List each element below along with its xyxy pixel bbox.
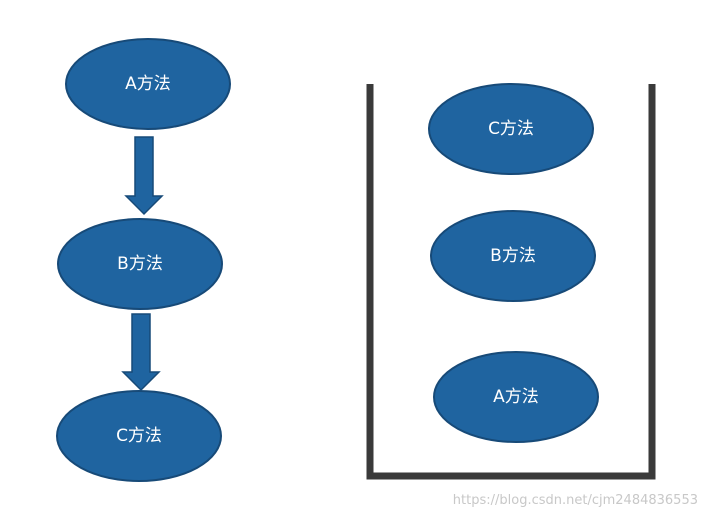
stack-item-bottom-label: A方法 xyxy=(493,387,539,407)
stack-item-middle-label: B方法 xyxy=(490,246,536,266)
stack-container xyxy=(366,84,656,480)
flow-node-b: B方法 xyxy=(57,218,223,310)
flow-node-a: A方法 xyxy=(65,38,231,130)
flow-node-c-label: C方法 xyxy=(116,426,162,446)
stack-item-middle: B方法 xyxy=(430,210,596,302)
flow-node-c: C方法 xyxy=(56,390,222,482)
stack-item-top-label: C方法 xyxy=(488,119,534,139)
watermark-text: https://blog.csdn.net/cjm2484836553 xyxy=(453,493,698,508)
stack-item-top: C方法 xyxy=(428,83,594,175)
stack-item-bottom: A方法 xyxy=(433,351,599,443)
stack: C方法 B方法 A方法 xyxy=(366,83,656,480)
arrow-down-icon xyxy=(124,136,164,216)
flow-node-b-label: B方法 xyxy=(117,254,163,274)
flow-node-a-label: A方法 xyxy=(125,74,171,94)
call-flow: A方法 B方法 C方法 xyxy=(56,38,231,482)
arrow-down-icon xyxy=(121,313,161,392)
